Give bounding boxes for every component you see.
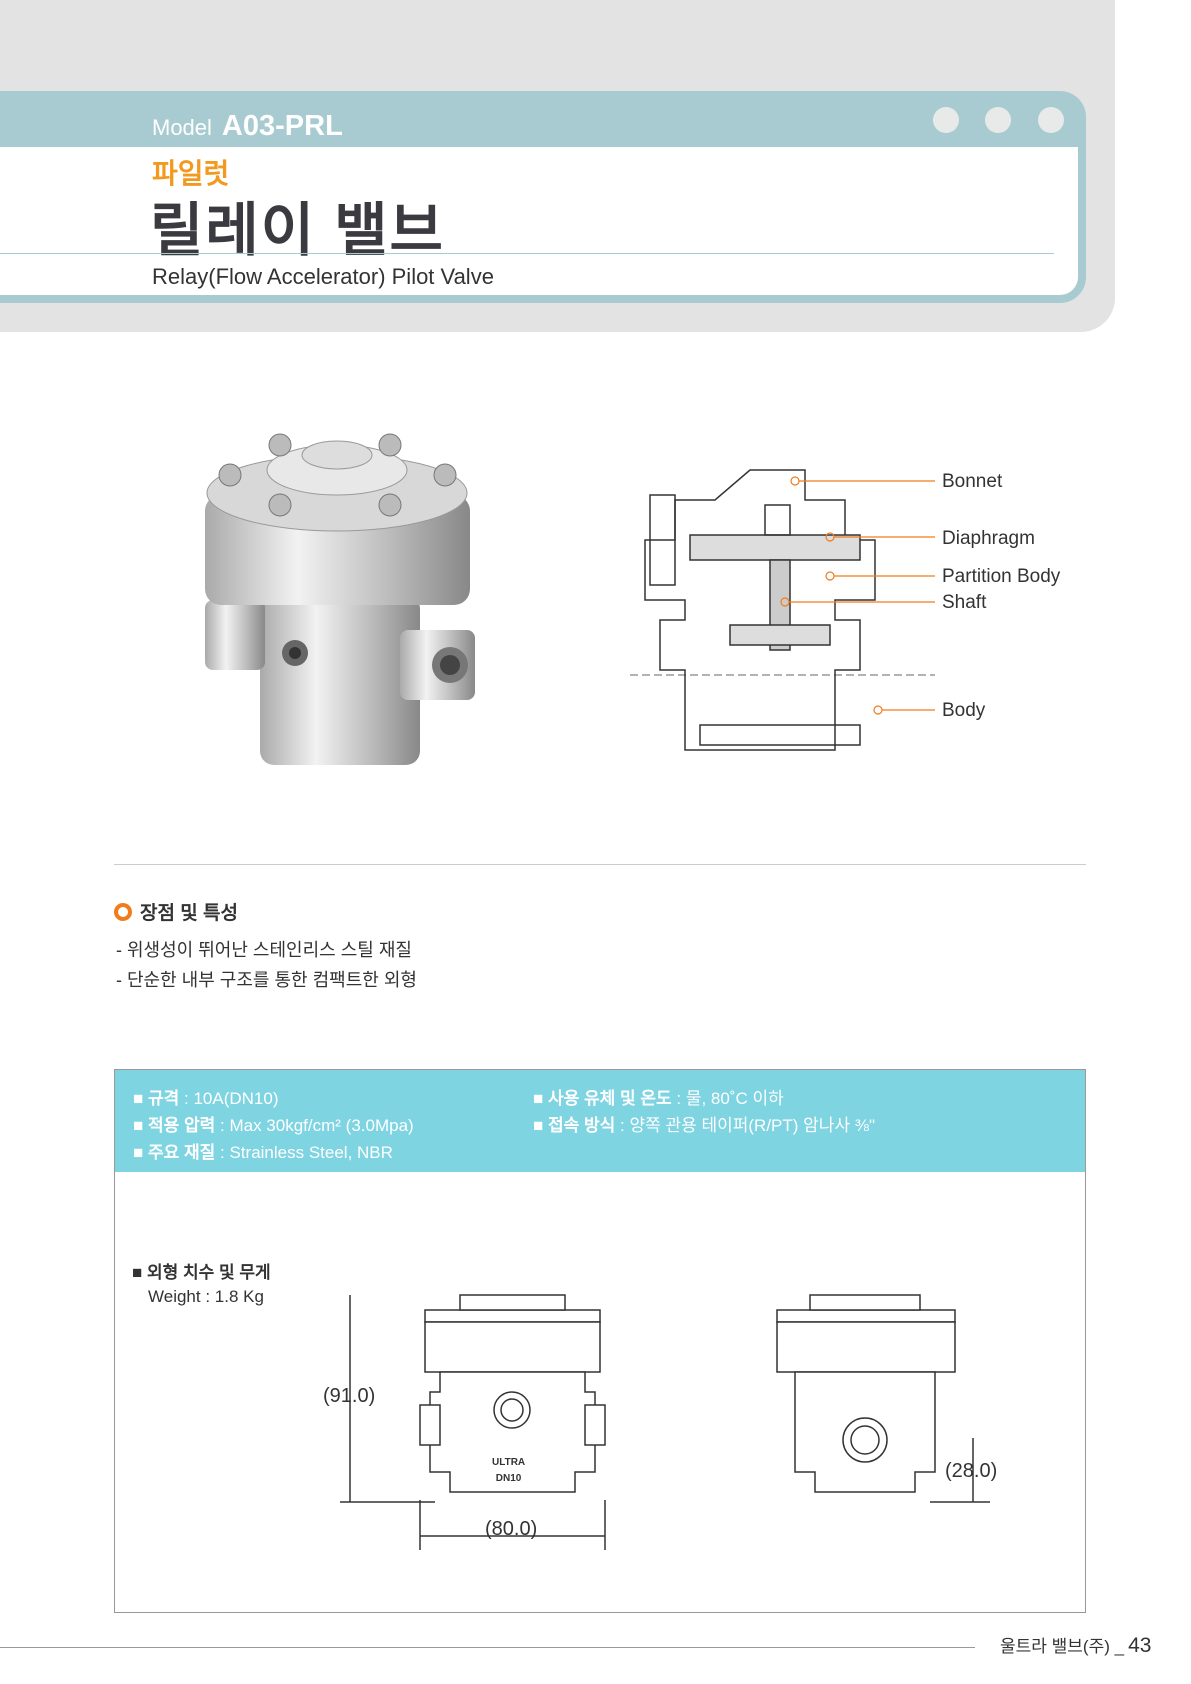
label-partition-body: Partition Body bbox=[942, 566, 1061, 587]
label-diaphragm: Diaphragm bbox=[942, 528, 1035, 549]
divider bbox=[114, 864, 1086, 865]
page-number: 43 bbox=[1128, 1634, 1152, 1657]
spec-connection: ■ 접속 방식 : 양쪽 관용 테이퍼(R/PT) 암나사 ⅜" bbox=[533, 1116, 876, 1135]
dot-icon bbox=[985, 107, 1011, 133]
english-title: Relay(Flow Accelerator) Pilot Valve bbox=[152, 264, 494, 289]
footer-line bbox=[0, 1647, 975, 1648]
features-heading: 장점 및 특성 bbox=[114, 898, 238, 925]
dimension-width: (80.0) bbox=[485, 1518, 538, 1540]
spec-fluid: ■ 사용 유체 및 온도 : 물, 80˚C 이하 bbox=[533, 1089, 784, 1108]
circle-bullet-icon bbox=[114, 902, 132, 921]
spec-header: ■ 규격 : 10A(DN10) ■ 적용 압력 : Max 30kgf/cm²… bbox=[115, 1070, 1085, 1172]
dot-icon bbox=[1038, 107, 1064, 133]
label-bonnet: Bonnet bbox=[942, 471, 1003, 492]
divider bbox=[0, 253, 1054, 254]
dimensions-heading: ■ 외형 치수 및 무게 bbox=[132, 1263, 271, 1282]
dimension-port-height: (28.0) bbox=[945, 1460, 998, 1482]
spec-pressure: ■ 적용 압력 : Max 30kgf/cm² (3.0Mpa) bbox=[133, 1116, 414, 1135]
cross-section-diagram bbox=[630, 469, 935, 751]
feature-item: - 단순한 내부 구조를 통한 컴팩트한 외형 bbox=[116, 970, 417, 990]
spec-material: ■ 주요 재질 : Strainless Steel, NBR bbox=[133, 1143, 393, 1162]
subtitle: 파일럿 bbox=[152, 158, 230, 189]
model-number: A03-PRL bbox=[221, 110, 343, 142]
spec-box: ■ 규격 : 10A(DN10) ■ 적용 압력 : Max 30kgf/cm²… bbox=[114, 1069, 1086, 1613]
page-title: 릴레이 밸브 bbox=[150, 198, 445, 263]
weight: Weight : 1.8 Kg bbox=[148, 1287, 264, 1306]
dimension-height: (91.0) bbox=[323, 1385, 376, 1407]
feature-item: - 위생성이 뛰어난 스테인리스 스틸 재질 bbox=[116, 940, 412, 960]
label-body: Body bbox=[942, 700, 986, 721]
product-photo bbox=[205, 433, 475, 765]
footer: 울트라 밸브(주) _43 bbox=[1000, 1634, 1152, 1657]
dimension-drawings bbox=[340, 1294, 990, 1550]
label-shaft: Shaft bbox=[942, 592, 987, 613]
spec-size: ■ 규격 : 10A(DN10) bbox=[133, 1089, 279, 1108]
title-card bbox=[0, 91, 1086, 303]
dot-icon bbox=[933, 107, 959, 133]
